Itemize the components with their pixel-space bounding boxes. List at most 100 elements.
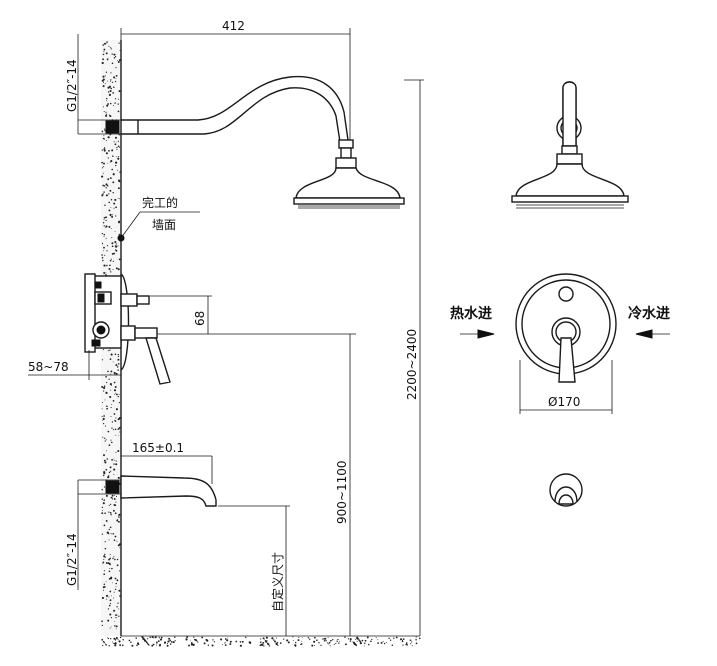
wall-speck xyxy=(117,519,118,521)
wall-speck xyxy=(111,245,114,248)
wall-speck xyxy=(109,557,112,560)
wall-speck xyxy=(105,581,107,583)
wall-speck xyxy=(110,626,112,628)
dimension-wall-depth: 58~78 xyxy=(28,350,122,380)
wall-speck xyxy=(106,41,108,43)
wall-speck xyxy=(112,191,114,194)
wall-speck xyxy=(111,494,114,497)
wall-speck xyxy=(118,179,120,182)
wall-speck xyxy=(104,440,106,442)
wall-speck xyxy=(117,355,119,358)
floor-speck xyxy=(268,645,271,647)
floor-speck xyxy=(329,640,332,642)
wall-speck xyxy=(106,100,108,102)
wall-speck xyxy=(118,589,121,592)
wall-speck xyxy=(102,85,105,88)
mixer-handle-front xyxy=(558,337,576,383)
wall-speck xyxy=(104,437,106,439)
wall-speck xyxy=(113,252,116,255)
wall-speck xyxy=(105,519,108,522)
wall-speck xyxy=(115,78,117,79)
wall-speck xyxy=(117,268,120,271)
floor-speck xyxy=(336,638,338,640)
wall-speck xyxy=(115,161,118,164)
wall-speck xyxy=(117,61,120,63)
floor-speck xyxy=(103,641,106,644)
wall-speck xyxy=(115,206,117,209)
wall-speck xyxy=(113,609,116,612)
floor-speck xyxy=(105,644,108,646)
floor-speck xyxy=(363,645,365,647)
dimension-inlet-spacing: 68 xyxy=(150,295,356,335)
wall-speck xyxy=(116,366,119,368)
wall-speck xyxy=(108,225,111,228)
floor-speck xyxy=(196,641,198,643)
wall-speck xyxy=(118,513,121,516)
wall-speck xyxy=(101,149,103,151)
wall-speck xyxy=(103,149,106,152)
floor-speck xyxy=(185,638,188,641)
wall-speck xyxy=(107,370,109,373)
floor-speck xyxy=(275,642,278,645)
wall-speck xyxy=(103,216,106,219)
wall-speck xyxy=(105,111,107,113)
wall-speck xyxy=(101,79,104,82)
wall-speck xyxy=(114,136,118,139)
wall-speck xyxy=(108,604,111,607)
wall-speck xyxy=(112,509,115,512)
wall-speck xyxy=(103,250,105,252)
wall-speck xyxy=(103,415,105,417)
wall-speck xyxy=(109,511,112,514)
wall-speck xyxy=(103,219,105,221)
upper-outlet xyxy=(120,293,138,307)
wall-speck xyxy=(108,444,111,446)
wall-speck xyxy=(108,268,111,270)
floor-speck xyxy=(277,644,279,646)
wall-speck xyxy=(104,75,106,77)
wall-speck xyxy=(115,392,117,394)
floor-speck xyxy=(356,637,359,640)
wall-speck xyxy=(112,557,114,560)
wall-speck xyxy=(114,80,117,83)
wall-speck xyxy=(117,103,119,105)
wall-speck xyxy=(103,48,106,51)
wall-speck xyxy=(115,585,117,587)
wall-speck xyxy=(102,563,104,564)
floor-speck xyxy=(118,640,121,643)
floor-speck xyxy=(191,642,193,644)
wall-speck xyxy=(102,172,104,174)
floor-speck xyxy=(359,642,362,645)
wall-speck xyxy=(115,364,118,367)
wall-speck xyxy=(104,254,106,256)
floor-speck xyxy=(358,639,360,641)
wall-speck xyxy=(113,393,115,395)
wall-speck xyxy=(110,470,112,472)
wall-speck xyxy=(104,83,106,85)
wall-speck xyxy=(104,146,106,149)
floor-speck xyxy=(274,640,276,643)
dim-mixer-height-label: 900~1100 xyxy=(335,461,349,525)
wall-speck xyxy=(103,486,106,488)
wall-speck xyxy=(117,245,119,247)
floor-speck xyxy=(377,642,379,644)
wall-speck xyxy=(112,269,114,270)
floor-speck xyxy=(324,637,327,640)
wall-speck xyxy=(116,606,118,608)
floor-speck xyxy=(226,639,229,642)
wall-speck xyxy=(115,250,118,252)
floor-texture xyxy=(101,636,421,647)
wall-speck xyxy=(103,386,106,390)
wall-speck xyxy=(114,245,117,247)
wall-speck xyxy=(103,474,105,476)
wall-speck xyxy=(105,405,108,407)
wall-speck xyxy=(108,93,111,96)
floor-speck xyxy=(193,636,195,638)
floor-speck xyxy=(328,641,331,644)
wall-speck xyxy=(102,58,105,61)
wall-speck xyxy=(101,175,104,178)
wall-speck xyxy=(108,578,111,580)
wall-speck xyxy=(103,166,105,168)
wall-speck xyxy=(107,562,110,565)
wall-speck xyxy=(109,602,112,605)
